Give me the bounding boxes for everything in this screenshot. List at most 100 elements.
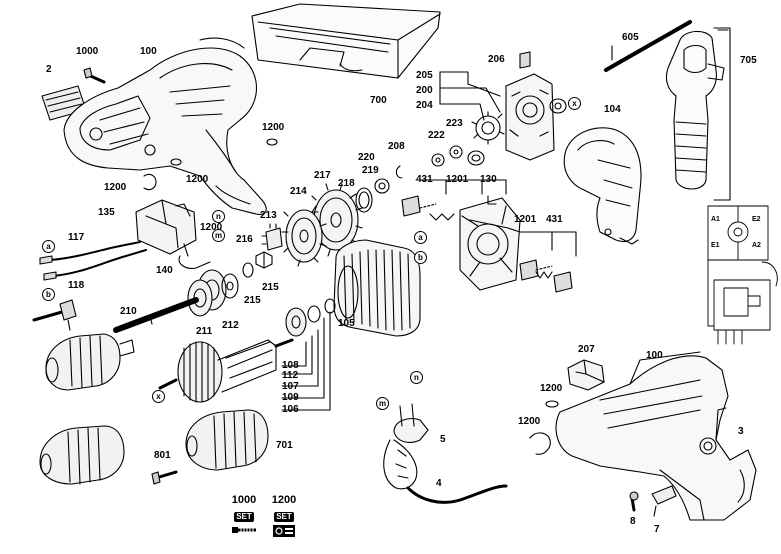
washer-part-220 xyxy=(431,153,445,167)
housing-half-part-100 xyxy=(63,37,267,215)
keyless-chuck xyxy=(39,425,125,485)
label-7: 7 xyxy=(654,524,660,535)
label-8: 8 xyxy=(630,516,636,527)
label-223: 223 xyxy=(446,118,463,129)
label-106: 106 xyxy=(282,404,299,415)
wiring-schematic xyxy=(707,205,778,345)
label-204: 204 xyxy=(416,100,433,111)
label-104: 104 xyxy=(604,104,621,115)
wiring-label-a2: A2 xyxy=(752,242,761,249)
washer-part-219 xyxy=(374,178,390,194)
label-118: 118 xyxy=(68,280,85,291)
label-217: 217 xyxy=(314,170,331,181)
label-200: 200 xyxy=(416,85,433,96)
pinion-part-213 xyxy=(261,223,283,251)
brush-part-431 xyxy=(401,195,573,293)
label-1000: 1000 xyxy=(76,46,99,57)
label-2: 2 xyxy=(46,64,52,75)
wire-connector-part-140 xyxy=(178,243,211,269)
wiring-label-a1: A1 xyxy=(711,216,720,223)
label-1201-b: 1201 xyxy=(514,214,537,225)
label-108: 108 xyxy=(282,360,299,371)
label-801: 801 xyxy=(154,450,171,461)
label-130: 130 xyxy=(480,174,497,185)
label-215-a: 215 xyxy=(262,282,279,293)
label-701: 701 xyxy=(276,440,293,451)
cable-clamp-part-7 xyxy=(651,485,677,517)
screw-part-1000 xyxy=(83,67,106,84)
bearing-part-107 xyxy=(285,307,307,337)
marker-n-top: n xyxy=(212,210,225,223)
coupling-part-216 xyxy=(255,251,273,269)
label-605: 605 xyxy=(622,32,639,43)
label-1200-a: 1200 xyxy=(262,122,285,133)
clip-part-206 xyxy=(519,51,531,69)
spring-part-1201 xyxy=(429,213,553,279)
screw-part-8 xyxy=(629,491,639,512)
side-handle-part-705 xyxy=(665,27,731,201)
marker-x-top: x xyxy=(568,97,581,110)
armature-part-108 xyxy=(158,338,294,403)
washer-part-222 xyxy=(449,145,463,159)
washer-part-205 xyxy=(549,98,567,114)
label-206: 206 xyxy=(488,54,505,65)
label-107: 107 xyxy=(282,381,299,392)
label-5: 5 xyxy=(440,434,446,445)
label-135: 135 xyxy=(98,207,115,218)
label-109: 109 xyxy=(282,392,299,403)
bearing-part-109 xyxy=(307,298,336,323)
label-1200-f: 1200 xyxy=(518,416,541,427)
label-1200-e: 1200 xyxy=(540,383,563,394)
label-100-b: 100 xyxy=(646,350,663,361)
marker-b-right: b xyxy=(414,251,427,264)
label-210: 210 xyxy=(120,306,137,317)
marker-a-right: a xyxy=(414,231,427,244)
rear-handle-part-104 xyxy=(563,127,642,245)
wire-part-118 xyxy=(43,249,147,281)
housing-half-part-100b xyxy=(555,351,757,521)
label-140: 140 xyxy=(156,265,173,276)
marker-n-cable: n xyxy=(410,371,423,384)
label-220: 220 xyxy=(358,152,375,163)
set-1200-number: 1200 xyxy=(271,494,297,506)
gear-part-204 xyxy=(471,111,505,145)
screw-part-801 xyxy=(151,470,178,485)
pin-part-1200-lower xyxy=(529,400,559,455)
wire-part-117 xyxy=(39,241,141,265)
pin-part-1200 xyxy=(143,138,278,191)
label-222: 222 xyxy=(428,130,445,141)
gear-part-214 xyxy=(281,205,327,267)
label-216: 216 xyxy=(236,234,253,245)
circlip-part-208 xyxy=(395,165,403,179)
label-1200-c: 1200 xyxy=(186,174,209,185)
brush-holder-part-130 xyxy=(459,195,521,291)
label-211: 211 xyxy=(196,326,213,337)
switch-module-part-135 xyxy=(135,199,197,255)
carry-case-part-700 xyxy=(251,3,441,79)
bearing-part-211 xyxy=(187,279,213,317)
marker-a-left: a xyxy=(42,240,55,253)
stator-field-part-105 xyxy=(333,239,421,337)
marker-x-bottom: x xyxy=(152,390,165,403)
set-1000: 1000 SET xyxy=(226,494,262,535)
chuck-key xyxy=(32,299,77,331)
label-218: 218 xyxy=(338,178,355,189)
depth-rod-part-605 xyxy=(604,20,692,72)
label-117: 117 xyxy=(68,232,85,243)
screw-set-icon xyxy=(232,527,256,533)
wiring-label-e2: E2 xyxy=(752,216,761,223)
bearing-part-223 xyxy=(467,150,485,166)
label-1200-b: 1200 xyxy=(104,182,127,193)
marker-b-left: b xyxy=(42,288,55,301)
pin-set-icon xyxy=(273,525,295,537)
bearing-part-212 xyxy=(221,273,239,299)
label-214: 214 xyxy=(290,186,307,197)
keyless-chuck-part-701 xyxy=(185,409,269,471)
cable-guard-part-5 xyxy=(383,403,429,490)
label-207: 207 xyxy=(578,344,595,355)
label-4: 4 xyxy=(436,478,442,489)
marker-m-cable: m xyxy=(376,397,389,410)
label-431-a: 431 xyxy=(416,174,433,185)
label-3: 3 xyxy=(738,426,744,437)
